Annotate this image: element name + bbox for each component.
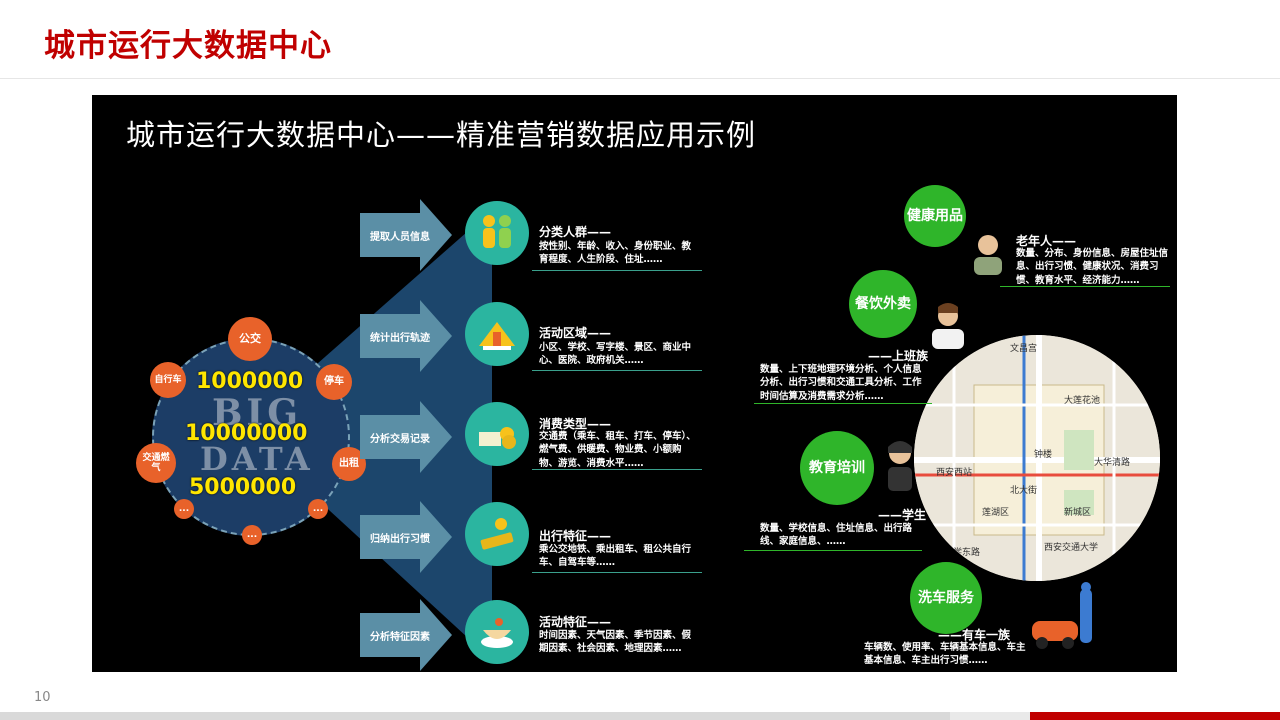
hub-number-2: 10000000 [185, 421, 308, 446]
map-label: 大学东路 [944, 548, 981, 558]
service-car-wash: 洗车服务 [910, 562, 982, 634]
city-map: 文昌宫 钟楼 北大街 大莲花池 新城区 莲湖区 西安西站 西安交通大学 大华清路… [914, 335, 1160, 581]
category-divider [532, 270, 702, 271]
category-desc-4: 乘公交地铁、乘出租车、租公共自行车、自驾车等…… [539, 544, 692, 569]
segment-divider [744, 550, 922, 551]
segment-title-student: ——学生 [878, 508, 927, 522]
arrow-step-5: 分析特征因素 [360, 599, 452, 671]
map-label: 西安西站 [936, 468, 973, 478]
elderly-icon [968, 231, 1008, 277]
page-number: 10 [34, 690, 51, 705]
student-icon [882, 439, 918, 493]
infographic-panel: 城市运行大数据中心——精准营销数据应用示例 BIG DATA 1000000 1… [92, 95, 1177, 672]
category-desc-5: 时间因素、天气因素、季节因素、假期因素、社会因素、地理因素…… [539, 630, 692, 655]
orb-more-3: ... [174, 499, 194, 519]
segment-desc-student: 数量、学校信息、住址信息、出行路线、家庭信息、…… [760, 523, 913, 548]
office-worker-icon [928, 303, 968, 351]
panel-title: 城市运行大数据中心——精准营销数据应用示例 [126, 118, 757, 152]
footer-bar [0, 712, 1280, 720]
people-icon [465, 201, 529, 265]
big-word: BIG [212, 392, 303, 434]
city-icon [465, 302, 529, 366]
service-food-delivery: 餐饮外卖 [849, 270, 917, 338]
arrow-step-2: 统计出行轨迹 [360, 300, 452, 372]
arrow-step-3: 分析交易记录 [360, 401, 452, 473]
segment-title-elderly: 老年人—— [1016, 234, 1077, 248]
title-divider [0, 78, 1280, 79]
segment-divider [1000, 286, 1170, 287]
car-owner-icon [1028, 581, 1100, 651]
orb-more-1: ... [308, 499, 328, 519]
orb-bicycle: 自行车 [150, 362, 186, 398]
data-word: DATA [200, 440, 314, 478]
map-label: 西安交通大学 [1044, 543, 1099, 553]
hub-number-1: 1000000 [196, 369, 304, 394]
category-title-5: 活动特征—— [539, 615, 612, 629]
arrow-label: 归纳出行习惯 [370, 533, 430, 545]
map-label: 文昌宫 [1010, 344, 1038, 354]
category-desc-2: 小区、学校、写字楼、景区、商业中心、医院、政府机关…… [539, 342, 692, 367]
orb-more-2: ... [242, 525, 262, 545]
arrow-step-4: 归纳出行习惯 [360, 501, 452, 573]
segment-desc-office-worker: 数量、上下班地理环境分析、个人信息分析、出行习惯和交通工具分析、工作时间估算及消… [760, 364, 922, 402]
tea-icon [465, 600, 529, 664]
map-label: 大华清路 [1094, 458, 1131, 468]
orb-bus: 公交 [228, 317, 272, 361]
segment-desc-elderly: 数量、分布、身份信息、房屋住址信息、出行习惯、健康状况、消费习惯、教育水平、经济… [1016, 248, 1169, 286]
arrow-label: 统计出行轨迹 [370, 332, 430, 344]
category-divider [532, 469, 702, 470]
segment-title-car-owner: ——有车一族 [938, 628, 1011, 642]
category-title-1: 分类人群—— [539, 225, 612, 239]
orb-gas: 交通燃气 [136, 443, 176, 483]
service-health-products: 健康用品 [904, 185, 966, 247]
map-label: 新城区 [1064, 508, 1092, 518]
segment-desc-car-owner: 车辆数、使用率、车辆基本信息、车主基本信息、车主出行习惯…… [864, 642, 1026, 667]
arrow-step-1: 提取人员信息 [360, 199, 452, 271]
money-icon [465, 402, 529, 466]
segment-title-office-worker: ——上班族 [868, 349, 929, 363]
map-label: 大莲花池 [1064, 396, 1101, 406]
hub-number-3: 5000000 [189, 475, 297, 500]
orb-parking: 停车 [316, 364, 352, 400]
map-label: 钟楼 [1034, 450, 1053, 460]
footer-bar-brand [1030, 712, 1280, 720]
category-desc-1: 按性别、年龄、收入、身份职业、教育程度、人生阶段、住址…… [539, 241, 692, 266]
category-divider [532, 370, 702, 371]
category-title-2: 活动区域—— [539, 326, 612, 340]
slide-title: 城市运行大数据中心 [44, 28, 332, 64]
segment-divider [754, 403, 932, 404]
arrow-label: 提取人员信息 [370, 231, 430, 243]
category-title-3: 消费类型—— [539, 417, 612, 431]
category-divider [532, 572, 702, 573]
travel-icon [465, 502, 529, 566]
category-title-4: 出行特征—— [539, 529, 612, 543]
footer-bar-accent [950, 712, 1030, 720]
map-label: 莲湖区 [982, 508, 1010, 518]
map-label: 北大街 [1010, 486, 1038, 496]
arrow-label: 分析特征因素 [370, 631, 430, 643]
category-desc-3: 交通费（乘车、租车、打车、停车）、燃气费、供暖费、物业费、小额购物、游览、消费水… [539, 431, 696, 469]
arrow-label: 分析交易记录 [370, 433, 430, 445]
service-education: 教育培训 [800, 431, 874, 505]
